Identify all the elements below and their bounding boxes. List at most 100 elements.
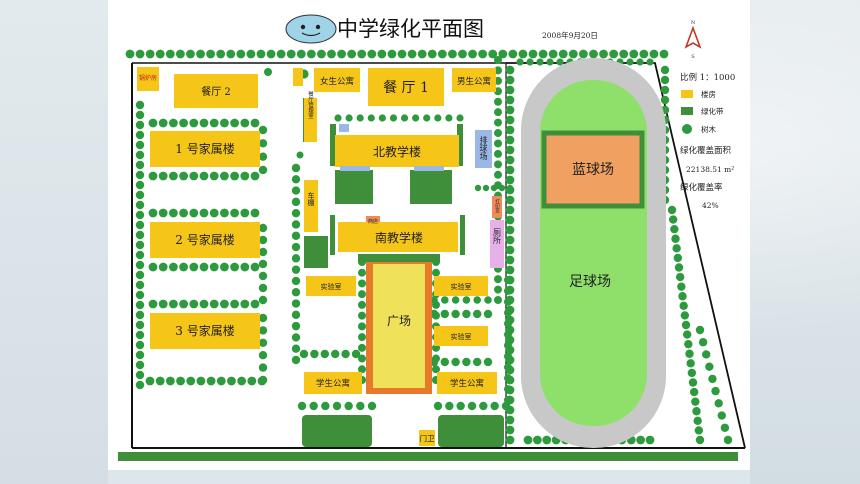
- tree-icon: [321, 401, 330, 411]
- tree-icon: [135, 240, 145, 250]
- tree-icon: [155, 376, 165, 386]
- tree-icon: [417, 49, 427, 59]
- tree-icon: [135, 270, 145, 280]
- tree-icon: [494, 139, 502, 148]
- tree-icon: [689, 387, 699, 397]
- green-block-ne: [410, 170, 452, 204]
- tree-icon: [505, 375, 515, 385]
- tree-icon: [320, 349, 329, 359]
- tree-icon: [505, 435, 515, 445]
- tree-icon: [135, 130, 145, 140]
- plaza-label: 广场: [387, 314, 411, 328]
- tree-icon: [660, 65, 670, 75]
- tree-icon: [206, 376, 216, 386]
- tree-icon: [264, 68, 272, 76]
- tree-icon: [494, 170, 502, 179]
- tree-icon: [291, 333, 301, 342]
- tree-icon: [358, 322, 366, 331]
- tree-icon: [358, 268, 366, 277]
- tree-icon: [568, 49, 578, 59]
- tree-icon: [258, 165, 268, 175]
- tree-icon: [250, 208, 260, 218]
- emblem-eye-right: [315, 24, 321, 30]
- tree-icon: [377, 49, 387, 59]
- tree-icon: [505, 75, 515, 85]
- tree-icon: [135, 380, 145, 390]
- tree-icon: [199, 262, 209, 272]
- family3-label: 3 号家属楼: [175, 323, 234, 338]
- tree-icon: [462, 296, 471, 304]
- tree-icon: [145, 49, 155, 59]
- tree-icon: [306, 49, 316, 59]
- tree-icon: [209, 262, 219, 272]
- tree-icon: [578, 49, 588, 59]
- tree-icon: [711, 386, 720, 396]
- tree-icon: [456, 114, 464, 122]
- tree-icon: [505, 385, 515, 395]
- tree-icon: [558, 49, 568, 59]
- tree-icon: [505, 245, 515, 255]
- tree-icon: [702, 350, 711, 359]
- tree-icon: [448, 49, 457, 59]
- toilet-label: 厕所: [493, 228, 502, 245]
- tree-icon: [660, 75, 670, 85]
- tree-icon: [258, 223, 268, 233]
- tree-icon: [357, 49, 367, 59]
- tree-icon: [230, 262, 240, 272]
- tree-icon: [432, 268, 440, 277]
- tree-icon: [505, 325, 515, 335]
- tree-icon: [672, 244, 681, 253]
- tree-icon: [291, 344, 301, 353]
- green-strip: [460, 215, 465, 255]
- tree-icon: [423, 114, 431, 122]
- tree-icon: [505, 285, 515, 295]
- tree-icon: [660, 95, 670, 105]
- family2-label: 2 号家属楼: [175, 232, 234, 247]
- tree-icon: [505, 415, 515, 425]
- tree-icon: [505, 335, 515, 345]
- north-arrow: N S: [684, 20, 702, 60]
- tree-icon: [169, 208, 178, 218]
- tree-icon: [176, 376, 185, 386]
- lab-right-1: [434, 276, 488, 296]
- tree-icon: [723, 435, 733, 445]
- boys-dorm-label: 男生公寓: [457, 76, 491, 87]
- tree-icon: [505, 275, 515, 285]
- tree-icon: [441, 296, 449, 304]
- tree-icon: [695, 435, 705, 445]
- green-rate-value: 42%: [702, 201, 719, 210]
- tree-icon: [240, 118, 250, 128]
- tree-icon: [230, 208, 240, 218]
- tree-icon: [505, 185, 515, 195]
- tree-icon: [358, 311, 366, 320]
- tree-icon: [226, 49, 236, 59]
- tree-icon: [186, 376, 196, 386]
- tree-icon: [179, 118, 189, 128]
- tree-icon: [505, 65, 515, 75]
- tree-icon: [462, 309, 471, 319]
- tree-icon: [189, 299, 199, 309]
- tree-icon: [332, 401, 342, 411]
- tree-icon: [675, 272, 685, 282]
- tree-icon: [681, 320, 691, 330]
- tree-icon: [276, 49, 286, 59]
- tree-icon: [297, 401, 307, 411]
- tree-icon: [291, 197, 301, 207]
- campus-map: 中学绿化平面图 2008年9月20日 N S: [118, 14, 746, 461]
- family-building-2: [150, 222, 260, 258]
- green-block-bike: [304, 236, 328, 268]
- girls-dorm: [314, 68, 360, 92]
- tree-icon: [505, 115, 515, 125]
- tree-icon: [599, 49, 608, 59]
- tree-icon: [246, 49, 256, 59]
- tree-icon: [258, 235, 268, 245]
- tree-icon: [494, 108, 502, 117]
- tree-icon: [505, 195, 515, 205]
- tree-icon: [490, 401, 499, 411]
- tree-icon: [135, 180, 145, 190]
- tree-icon: [291, 265, 301, 274]
- boiler-room: [137, 67, 159, 91]
- boys-dorm: [452, 68, 496, 92]
- tree-icon: [494, 296, 502, 304]
- tree-icon: [209, 299, 219, 309]
